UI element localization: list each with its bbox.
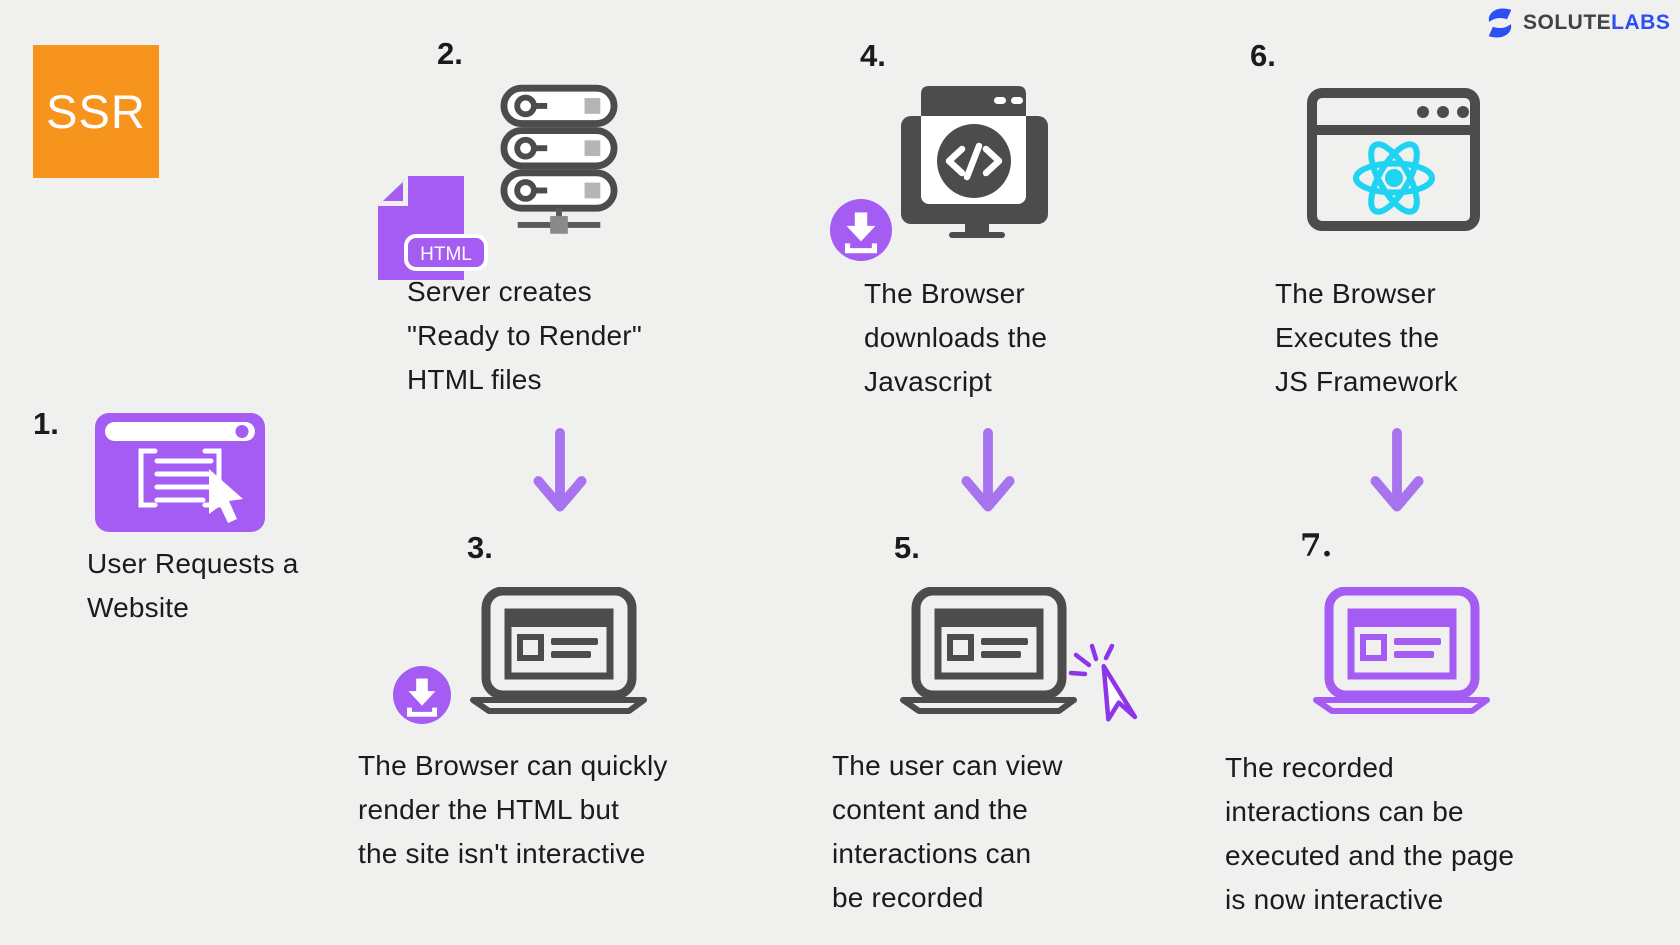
laptop-browser-icon [470, 587, 647, 714]
caption-line: is now interactive [1225, 884, 1444, 915]
caption-line: Executes the [1275, 322, 1440, 353]
brand-logo-labs: LABS [1611, 11, 1671, 34]
down-arrow-icon [961, 428, 1015, 512]
click-cursor-icon [1068, 643, 1138, 722]
step-5-caption: The user can view content and the intera… [832, 744, 1063, 920]
caption-line: interactions can be [1225, 796, 1464, 827]
step-6-number: 6. [1250, 38, 1276, 73]
step-5-number: 5. [894, 530, 920, 565]
caption-line: the site isn't interactive [358, 838, 646, 869]
caption-line: The Browser [1275, 278, 1436, 309]
brand-logo-text: SOLUTELABS [1523, 11, 1670, 35]
step-1-caption: User Requests a Website [87, 542, 299, 630]
step-3-caption: The Browser can quickly render the HTML … [358, 744, 668, 876]
react-logo-icon [1353, 141, 1435, 215]
down-arrow-icon [533, 428, 587, 512]
step-4-caption: The Browser downloads the Javascript [864, 272, 1047, 404]
solutelabs-mark-icon [1488, 8, 1512, 38]
caption-line: Server creates [407, 276, 592, 307]
brand-logo: SOLUTELABS [1484, 7, 1670, 39]
down-arrow-icon [1370, 428, 1424, 512]
caption-line: JS Framework [1275, 366, 1458, 397]
caption-line: content and the [832, 794, 1029, 825]
ssr-badge: SSR [33, 45, 159, 178]
caption-line: The recorded [1225, 752, 1394, 783]
html-file-label: HTML [420, 244, 472, 265]
step-4-number: 4. [860, 38, 886, 73]
cursor-arrow-shape [209, 469, 243, 523]
ssr-badge-label: SSR [46, 85, 146, 138]
caption-line: be recorded [832, 882, 984, 913]
step-7-caption: The recorded interactions can be execute… [1225, 746, 1514, 922]
caption-line: interactions can [832, 838, 1032, 869]
monitor-code-icon [901, 86, 1048, 238]
html-file-icon: HTML [378, 176, 488, 280]
step-7-number: 7. [1300, 528, 1333, 564]
step-2-number: 2. [437, 36, 463, 71]
download-badge-icon [393, 666, 451, 724]
caption-line: "Ready to Render" [407, 320, 642, 351]
caption-line: executed and the page [1225, 840, 1515, 871]
server-stack-icon [500, 84, 618, 234]
caption-line: Javascript [864, 366, 993, 397]
caption-line: HTML files [407, 364, 542, 395]
step-1-number: 1. [33, 406, 59, 441]
caption-line: The Browser can quickly [358, 750, 668, 781]
step-2-caption: Server creates "Ready to Render" HTML fi… [407, 270, 642, 402]
caption-line: render the HTML but [358, 794, 620, 825]
step-3-number: 3. [467, 530, 493, 565]
caption-line: The Browser [864, 278, 1025, 309]
brand-logo-solute: SOLUTE [1523, 11, 1612, 34]
caption-line: The user can view [832, 750, 1063, 781]
step-6-caption: The Browser Executes the JS Framework [1275, 272, 1458, 404]
caption-line: Website [87, 592, 190, 623]
caption-line: User Requests a [87, 548, 299, 579]
laptop-browser-icon [900, 587, 1077, 714]
caption-line: downloads the [864, 322, 1048, 353]
download-badge-icon [830, 199, 892, 261]
laptop-interactive-icon [1313, 587, 1490, 714]
browser-request-icon [95, 413, 265, 532]
browser-react-icon [1307, 88, 1480, 231]
